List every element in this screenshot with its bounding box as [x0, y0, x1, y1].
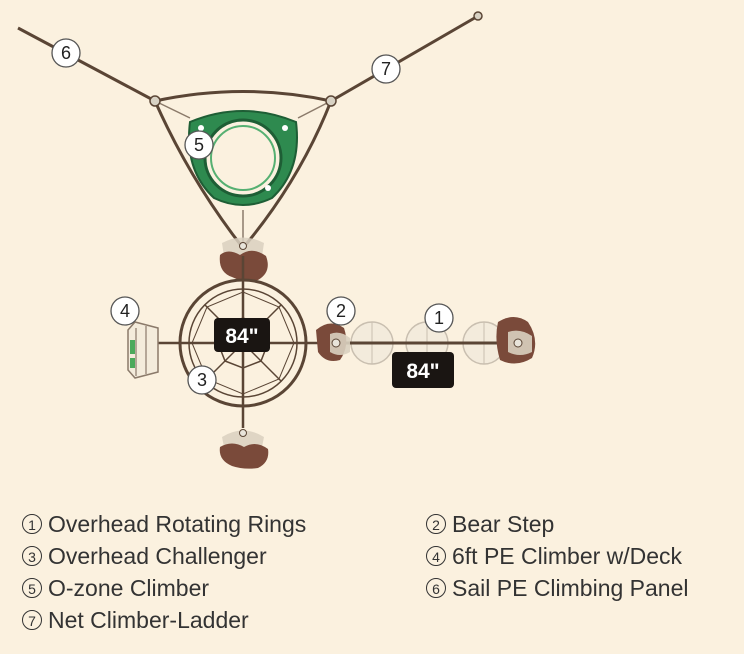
sail-frame-left — [153, 100, 245, 249]
legend-label: Sail PE Climbing Panel — [452, 574, 689, 601]
legend-label: Overhead Rotating Rings — [48, 510, 307, 537]
bear-step-rock — [316, 323, 350, 361]
legend-number: 3 — [22, 546, 42, 566]
callout-4: 4 — [110, 296, 140, 326]
sail-frame-right — [241, 100, 333, 249]
legend-item-4: 4 6ft PE Climber w/Deck — [426, 540, 682, 572]
legend-item-6: 6 Sail PE Climbing Panel — [426, 572, 689, 604]
frame-post-left — [149, 95, 161, 107]
legend-item-7: 7 Net Climber-Ladder — [22, 604, 249, 636]
svg-text:84": 84" — [225, 325, 258, 348]
svg-text:2: 2 — [336, 301, 346, 321]
legend-number: 2 — [426, 514, 446, 534]
legend-number: 4 — [426, 546, 446, 566]
svg-text:5: 5 — [194, 135, 204, 155]
playground-layout-diagram: 84" 84" 6 7 5 4 2 1 3 — [17, 11, 536, 469]
legend-label: Overhead Challenger — [48, 542, 267, 569]
legend-label: Bear Step — [452, 510, 555, 537]
sail-inner-strut-right — [297, 100, 332, 119]
legend-item-1: 1 Overhead Rotating Rings — [22, 508, 306, 540]
legend-number: 7 — [22, 610, 42, 630]
callout-6: 6 — [51, 38, 81, 68]
legend-label: 6ft PE Climber w/Deck — [452, 542, 683, 569]
callout-5: 5 — [184, 130, 214, 160]
svg-text:4: 4 — [120, 301, 130, 321]
callout-2: 2 — [326, 296, 356, 326]
svg-text:6: 6 — [61, 43, 71, 63]
legend-item-3: 3 Overhead Challenger — [22, 540, 267, 572]
ozone-climber — [188, 110, 298, 206]
legend-item-2: 2 Bear Step — [426, 508, 554, 540]
svg-text:1: 1 — [434, 308, 444, 328]
legend-number: 6 — [426, 578, 446, 598]
cable-anchor-right — [473, 11, 483, 21]
dimension-label-challenger: 84" — [214, 318, 270, 352]
sail-inner-strut-left — [154, 100, 191, 119]
callout-3: 3 — [187, 365, 217, 395]
svg-text:3: 3 — [197, 370, 207, 390]
callout-1: 1 — [424, 303, 454, 333]
legend-item-5: 5 O-zone Climber — [22, 572, 209, 604]
svg-text:7: 7 — [381, 59, 391, 79]
climbing-rock-bottom — [219, 429, 269, 469]
svg-text:84": 84" — [406, 360, 439, 383]
pe-climber-deck — [127, 321, 159, 379]
sail-cable-right — [330, 14, 479, 103]
sail-cable-left — [17, 26, 156, 103]
sail-frame-top — [154, 90, 332, 103]
dimension-label-rings: 84" — [392, 352, 454, 388]
legend-label: Net Climber-Ladder — [48, 606, 249, 633]
climbing-rock-right — [496, 317, 536, 364]
legend-number: 1 — [22, 514, 42, 534]
legend-label: O-zone Climber — [48, 574, 210, 601]
frame-post-right — [325, 95, 337, 107]
legend-number: 5 — [22, 578, 42, 598]
callout-7: 7 — [371, 54, 401, 84]
